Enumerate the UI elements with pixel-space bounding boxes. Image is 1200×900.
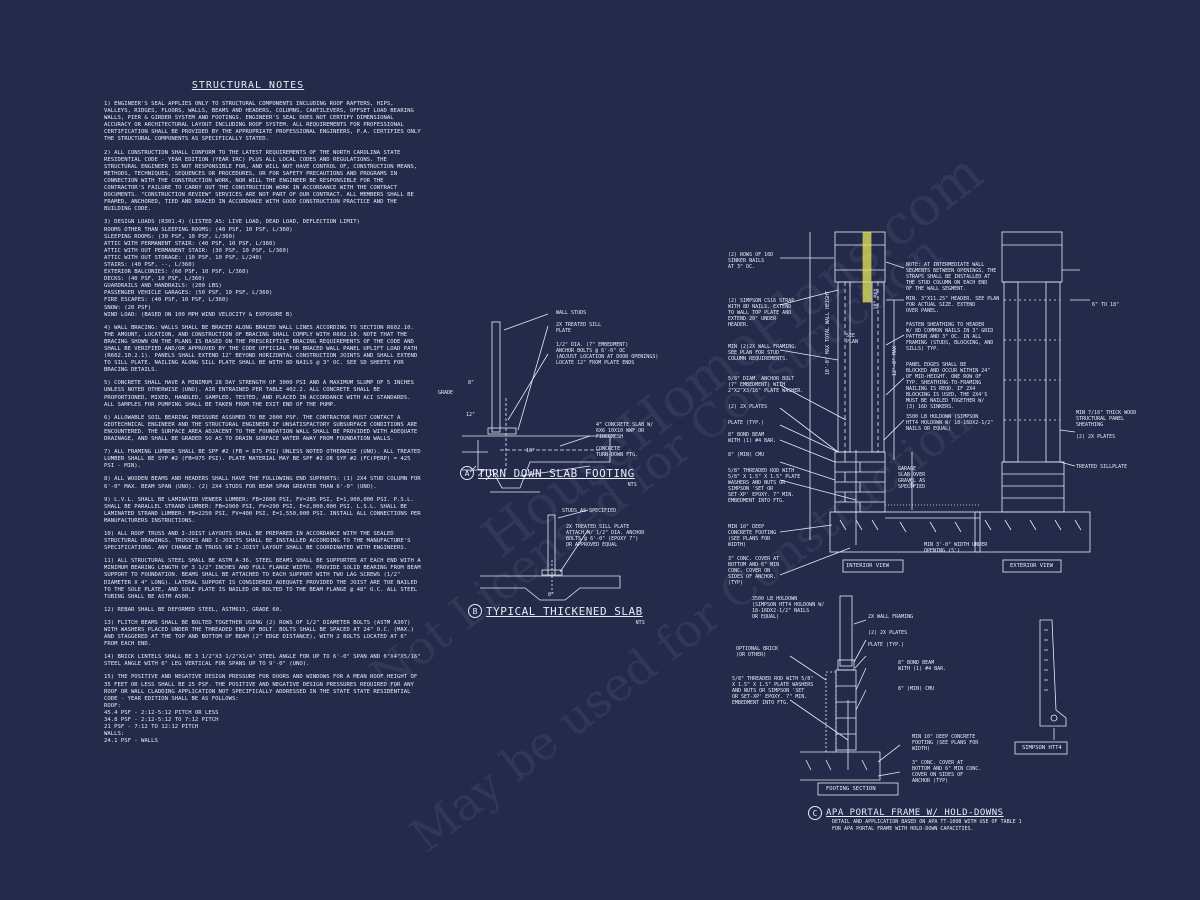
c-holdown: 3500 LB HOLDOWN (SIMPSON HTT4 HOLDOWN W/… (906, 414, 994, 432)
note-15: 15) THE POSITIVE AND NEGATIVE DESIGN PRE… (104, 674, 418, 745)
c-label-1: (2) ROWS OF 16D SINKER NAILS AT 3" OC. (728, 252, 774, 270)
a-grade: GRADE (438, 390, 454, 396)
b-dim-8: 8" (548, 592, 555, 598)
footing-section-label: FOOTING SECTION (826, 786, 876, 792)
detail-a-scale: NTS (627, 482, 637, 488)
exterior-view-drawing (974, 231, 1091, 573)
note-2: 2) ALL CONSTRUCTION SHALL CONFORM TO THE… (104, 149, 421, 213)
c-dim-sheath: 18" MAX (873, 288, 880, 310)
detail-b-drawing (480, 509, 621, 601)
c-label-11: 3" CONC. COVER AT BOTTOM AND 6" MIN CONC… (728, 556, 780, 586)
c-fasten: FASTEN SHEATHING TO HEADER W/ 8D COMMON … (906, 322, 994, 352)
c-dim-panel: 12'-0" MAX (892, 345, 899, 377)
note-11: 11) ALL STRUCTURAL STEEL SHALL BE ASTM A… (104, 558, 424, 600)
exterior-view-label: EXTERIOR VIEW (1010, 563, 1054, 569)
fs-label-2: 2X WALL FRAMING (868, 614, 914, 620)
a-dim-16: 16" (526, 448, 536, 454)
interior-leaders (779, 257, 905, 576)
c-panel-edges: PANEL EDGES SHALL BE BLOCKED AND OCCUR W… (906, 362, 991, 410)
detail-c-subtitle: DETAIL AND APPLICATION BASED ON APA TT-1… (832, 819, 1022, 832)
a-anchor-bolts: 1/2" DIA. (7" EMBEDMENT) ANCHOR BOLTS @ … (556, 342, 659, 366)
structural-notes: STRUCTURAL NOTES 1) ENGINEER'S SEAL APPL… (104, 80, 422, 751)
detail-c-title: C APA PORTAL FRAME W/ HOLD-DOWNS (808, 806, 1004, 820)
interior-view-drawing (809, 231, 981, 573)
note-10: 10) ALL ROOF TRUSS AND I-JOIST LAYOUTS S… (104, 530, 414, 552)
detail-a-marker: A (460, 466, 474, 480)
c-label-2: (2) SIMPSON CS16 STRAP WITH 8D NAILS. EX… (728, 298, 795, 328)
note-14: 14) BRICK LINTELS SHALL BE 3 1/2"X3 1/2"… (104, 654, 424, 668)
footing-section-drawing (789, 595, 901, 796)
detail-a-title: A TURN DOWN SLAB FOOTING NTS (460, 466, 637, 488)
fs-label-1: 3500 LB HOLDOWN (SIMPSON HTT4 HOLDOWN W/… (752, 596, 825, 620)
note-8: 8) ALL WOODEN BEAMS AND HEADERS SHALL HA… (104, 476, 424, 490)
b-sill: 2X TREATED SILL PLATE ATTACH W/ 1/2" DIA… (566, 524, 645, 548)
fs-label-10: 3" CONC. COVER AT BOTTOM AND 6" MIN CONC… (912, 760, 982, 784)
c-see-plan: SEE PLAN (846, 333, 859, 345)
fs-label-4: PLATE (TYP.) (868, 642, 905, 648)
c-label-10: MIN 10" DEEP CONCRETE FOOTING (SEE PLANS… (728, 524, 777, 548)
detail-b-marker: B (468, 604, 482, 618)
c-label-8: 8" (MIN) CMU (728, 452, 765, 458)
c-label-7: 8" BOND BEAM WITH (1) #4 BAR. (728, 432, 777, 444)
highlight-strap (862, 231, 872, 303)
a-turn-down: CONCRETE TURN-DOWN FTG. (596, 446, 639, 458)
fs-label-5: OPTIONAL BRICK (OR OTHER) (736, 646, 779, 658)
note-12: 12) REBAR SHALL BE DEFORMED STEEL, ASTM6… (104, 606, 283, 613)
fs-label-3: (2) 2X PLATES (868, 630, 908, 636)
ext-sill: TREATED SILLPLATE (1076, 464, 1128, 470)
c-dim-opening: 16" (909, 478, 916, 488)
c-garage-slab: GARAGE SLAB OVER GRAVEL AS SPECIFIED (898, 466, 926, 490)
note-1: 1) ENGINEER'S SEAL APPLIES ONLY TO STRUC… (104, 101, 424, 143)
fs-label-7: 8" (MIN) CMU (898, 686, 935, 692)
c-note: NOTE: AT INTERMEDIATE WALL SEGMENTS BETW… (906, 262, 997, 292)
detail-b-scale: NTS (635, 620, 645, 626)
fs-label-8: 5/8" THREADED ROD WITH 5/8" X 1.5" X 1.5… (732, 676, 814, 706)
notes-title: STRUCTURAL NOTES (191, 80, 305, 91)
c-label-4: 5/8" DIAM. ANCHOR BOLT (7" EMBEDMENT) WI… (728, 376, 804, 394)
fs-label-6: 8" BOND BEAM WITH (1) #4 BAR. (898, 660, 947, 672)
c-footing-width: MIN 3'-0" WIDTH UNDER OPENING (5') (924, 542, 988, 554)
note-6: 6) ALLOWABLE SOIL BEARING PRESSURE ASSUM… (104, 414, 421, 443)
note-9: 9) L.V.L. SHALL BE LAMINATED VENEER LUMB… (104, 496, 424, 524)
detail-c-title-text: APA PORTAL FRAME W/ HOLD-DOWNS (826, 808, 1004, 818)
ext-width: 6" TO 18" (1092, 302, 1120, 308)
interior-view-label: INTERIOR VIEW (846, 563, 890, 569)
simpson-label: SIMPSON HTT4 (1022, 745, 1062, 751)
detail-b-title: B TYPICAL THICKENED SLAB NTS (468, 604, 645, 626)
detail-c-marker: C (808, 806, 822, 820)
ext-plates: (2) 2X PLATES (1076, 434, 1116, 440)
note-13: 13) FLITCH BEAMS SHALL BE BOLTED TOGETHE… (104, 619, 418, 648)
c-label-3: MIN (2)2X WALL FRAMING. SEE PLAN FOR STU… (728, 344, 798, 362)
note-7: 7) ALL FRAMING LUMBER SHALL BE SPF #2 (F… (104, 449, 424, 470)
note-4: 4) WALL BRACING: WALLS SHALL BE BRACED A… (104, 324, 421, 374)
detail-a-title-text: TURN DOWN SLAB FOOTING (478, 466, 635, 480)
detail-a-drawing (462, 313, 611, 493)
c-label-9: 5/8" THREADED ROD WITH 5/8" X 1.5" X 1.5… (728, 468, 801, 504)
c-label-6: PLATE (TYP.) (728, 420, 765, 426)
a-wall-studs: WALL STUDS (556, 310, 587, 316)
a-dim-8: 8" (468, 380, 475, 386)
fs-label-9: MIN 10" DEEP CONCRETE FOOTING (SEE PLANS… (912, 734, 979, 752)
ext-sheathing: MIN 7/16" THICK WOOD STRUCTURAL PANEL SH… (1076, 410, 1137, 428)
c-dim-wall: 10'-0" MAX TOTAL WALL HEIGHT (825, 290, 832, 376)
a-slab: 4" CONCRETE SLAB W/ 6X6 10X10 WWF OR FIB… (596, 422, 654, 440)
a-sill-plate: 2X TREATED SILL PLATE (556, 322, 602, 334)
c-header: MIN. 3"X11.25" HEADER. SEE PLAN FOR ACTU… (906, 296, 1000, 314)
note-3: 3) DESIGN LOADS (R301.4) (LISTED AS: LIV… (104, 219, 360, 318)
note-5: 5) CONCRETE SHALL HAVE A MINIMUM 28 DAY … (104, 380, 418, 408)
detail-b-title-text: TYPICAL THICKENED SLAB (486, 604, 643, 618)
b-studs: STUDS AS SPECIFIED (562, 508, 617, 514)
a-dim-12: 12" (466, 412, 476, 418)
simpson-htt4-drawing (1014, 619, 1068, 755)
c-label-5: (2) 2X PLATES (728, 404, 768, 410)
